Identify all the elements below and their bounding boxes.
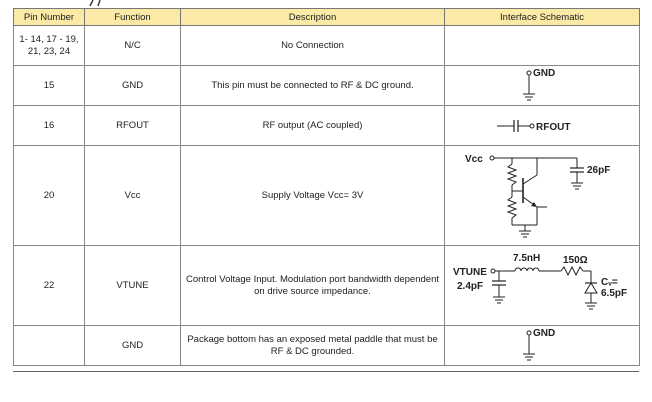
pin-number-cell: 15 xyxy=(13,65,85,106)
description-cell: Package bottom has an exposed metal padd… xyxy=(180,325,445,366)
function-cell: Vcc xyxy=(84,145,181,246)
header-pin-number: Pin Number xyxy=(13,8,85,26)
vcc-schematic: Vcc xyxy=(465,154,610,237)
pin-number-cell xyxy=(13,325,85,366)
function-cell: N/C xyxy=(84,25,181,66)
table-header-row: Pin Number Function Description Interfac… xyxy=(13,8,640,26)
gnd-label: GND xyxy=(533,328,555,339)
schematic-cell: RFOUT xyxy=(444,105,640,146)
description-cell: This pin must be connected to RF & DC gr… xyxy=(180,65,445,106)
vtune-inductor-label: 7.5nH xyxy=(513,253,540,264)
vtune-schematic: VTUNE 7.5nH 150Ω xyxy=(453,253,627,309)
pin-number-cell: 16 xyxy=(13,105,85,146)
table-row: 22 VTUNE Control Voltage Input. Modulati… xyxy=(13,245,640,326)
gnd-label: GND xyxy=(533,68,555,79)
vtune-cap-label: 2.4pF xyxy=(457,281,483,292)
schematic-cell: VTUNE 7.5nH 150Ω xyxy=(444,245,640,326)
function-cell: VTUNE xyxy=(84,245,181,326)
rfout-label: RFOUT xyxy=(536,122,570,133)
header-interface-schematic: Interface Schematic xyxy=(444,8,640,26)
description-cell: RF output (AC coupled) xyxy=(180,105,445,146)
pin-number-cell: 22 xyxy=(13,245,85,326)
header-function: Function xyxy=(84,8,181,26)
schematic-cell: Vcc xyxy=(444,145,640,246)
pin-number-cell: 20 xyxy=(13,145,85,246)
bottom-rule xyxy=(13,371,639,372)
schematic-cell: GND xyxy=(444,65,640,106)
table-row: 16 RFOUT RF output (AC coupled) RFOUT xyxy=(13,105,640,146)
schematic-cell xyxy=(444,25,640,66)
schematic-cell: GND xyxy=(444,325,640,366)
header-description: Description xyxy=(180,8,445,26)
vcc-cap-label: 26pF xyxy=(587,165,610,176)
table-row: 15 GND This pin must be connected to RF … xyxy=(13,65,640,106)
vtune-label: VTUNE xyxy=(453,267,487,278)
pin-number-cell: 1- 14, 17 - 19, 21, 23, 24 xyxy=(13,25,85,66)
vtune-varactor-value: 6.5pF xyxy=(601,288,627,299)
gnd-schematic: GND xyxy=(523,68,555,100)
vtune-resistor-label: 150Ω xyxy=(563,255,588,266)
description-cell: No Connection xyxy=(180,25,445,66)
function-cell: GND xyxy=(84,65,181,106)
description-cell: Control Voltage Input. Modulation port b… xyxy=(180,245,445,326)
gnd-schematic: GND xyxy=(523,328,555,360)
table-row: 1- 14, 17 - 19, 21, 23, 24 N/C No Connec… xyxy=(13,25,640,66)
rfout-schematic: RFOUT xyxy=(497,119,570,133)
function-cell: RFOUT xyxy=(84,105,181,146)
vcc-label: Vcc xyxy=(465,154,483,165)
table-row: 20 Vcc Supply Voltage Vcc= 3V Vcc xyxy=(13,145,640,246)
function-cell: GND xyxy=(84,325,181,366)
pin-function-table: Pin Number Function Description Interfac… xyxy=(13,8,640,366)
cropped-heading-fragment xyxy=(89,0,101,6)
table-row: GND Package bottom has an exposed metal … xyxy=(13,325,640,366)
description-cell: Supply Voltage Vcc= 3V xyxy=(180,145,445,246)
vtune-varactor-label: Cᵥ= xyxy=(601,277,618,288)
